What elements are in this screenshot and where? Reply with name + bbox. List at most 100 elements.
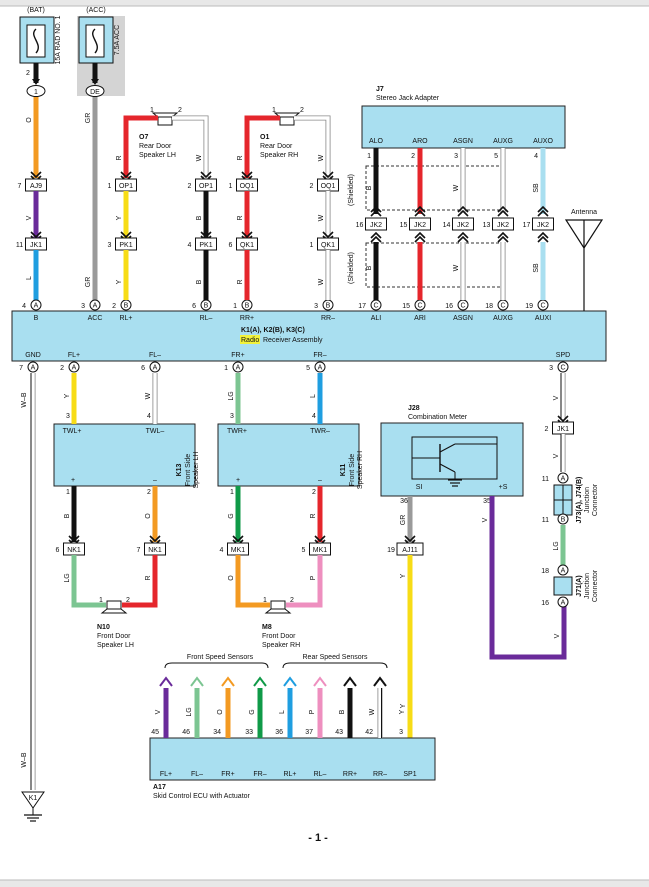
- wire-color-label: W: [145, 392, 152, 399]
- fuse-icon: [92, 28, 98, 54]
- j7-pin-name: ALO: [369, 138, 384, 145]
- connector-chevron: [322, 231, 334, 239]
- n10-pin1: 1: [99, 597, 103, 604]
- connector-mk1-b: MK1: [313, 547, 328, 554]
- radio-bottom-pin-name: FL+: [68, 352, 80, 359]
- speaker-icon-cone: [264, 608, 292, 614]
- wire-color-label: V: [553, 395, 560, 400]
- radio-bottom-pin-letter: A: [31, 365, 36, 372]
- j7-box: [361, 105, 566, 149]
- wire-color-label: LG: [64, 573, 71, 582]
- j73-pin-b-num: 11: [542, 517, 549, 524]
- front-sensors-bracket: [164, 662, 269, 669]
- j73-id: J73(A), J74(B): [576, 477, 583, 524]
- wire-o1-minus: [294, 115, 331, 178]
- radio-top-pin-num: 19: [525, 303, 533, 310]
- wire-color-label: W: [453, 264, 460, 271]
- connector-mk1-a: MK1: [231, 547, 246, 554]
- radio-top-pin-letter: A: [93, 303, 98, 310]
- wire-color-label: Y: [400, 573, 407, 578]
- radio-receiver-id: K1(A), K2(B), K3(C): [241, 327, 305, 334]
- connector-chevron: [149, 535, 161, 543]
- connector-jk2: JK2: [370, 222, 382, 229]
- wire-core: [172, 116, 208, 178]
- k13-pin-name-1: TWL+: [63, 428, 82, 435]
- radio-bottom-pin-name: GND: [25, 352, 41, 359]
- connector-oq1-a: OQ1: [240, 183, 255, 190]
- connector-chevron: [457, 231, 469, 239]
- inline-connector-pin: 13: [483, 222, 491, 229]
- ecu-pin-name: RL–: [314, 771, 327, 778]
- radio-bottom-pin-name: FL–: [149, 352, 161, 359]
- wire-edge: [172, 115, 209, 178]
- connector-1: [26, 85, 46, 97]
- radio-receiver-name-hl: Radio: [241, 337, 259, 344]
- speaker-o1-pin1: 1: [272, 107, 276, 114]
- radio-bottom-pin-num: 7: [19, 365, 23, 372]
- j71-box: [553, 576, 573, 596]
- inline-connector-pin: 6: [56, 547, 60, 554]
- pin-circle: [557, 513, 569, 525]
- ecu-pin-num: 37: [305, 729, 313, 736]
- radio-top-pin-name: AUXI: [535, 315, 551, 322]
- radio-top-pin-name: ALI: [371, 315, 382, 322]
- pin-circle: [557, 596, 569, 608]
- sensor-arrow: [159, 676, 173, 687]
- inline-connector-pin: 17: [523, 222, 531, 229]
- wire-color-label: Y: [64, 393, 71, 398]
- arrow: [32, 79, 40, 85]
- connector-chevron: [497, 235, 509, 243]
- fuse-bat-name: 15A RAD NO. 1: [55, 15, 62, 64]
- pin-circle: [557, 472, 569, 484]
- wire-n10-plus: [71, 555, 106, 608]
- inline-connector-pin: 1: [229, 183, 233, 190]
- speaker-icon: [270, 600, 286, 610]
- connector-box: [532, 217, 554, 231]
- radio-top-pin-name: RL+: [119, 315, 132, 322]
- pin-circle: [314, 361, 326, 373]
- wire-core: [244, 115, 280, 178]
- connector-chevron: [537, 205, 549, 213]
- k11-name-1: Front Side: [349, 454, 356, 486]
- radio-top-pin-letter: C: [417, 303, 422, 310]
- inline-connector-pin: 3: [108, 242, 112, 249]
- ecu-pin-name: FL–: [191, 771, 203, 778]
- sensor-arrow: [373, 676, 387, 687]
- speaker-o7-pin1: 1: [150, 107, 154, 114]
- wire-o1-plus: [244, 115, 280, 178]
- wire-color-label: Y: [116, 279, 123, 284]
- connector-chevron: [414, 209, 426, 217]
- m8-name2: Speaker RH: [262, 642, 300, 649]
- inline-connector-pin: 7: [18, 183, 22, 190]
- wire-color-label: W: [369, 708, 376, 715]
- wire-color-label: SB: [533, 263, 540, 273]
- speaker-icon: [157, 116, 173, 126]
- speaker-o7-pin2: 2: [178, 107, 182, 114]
- sensor-arrow: [343, 676, 357, 687]
- wire-plus-s: [489, 496, 567, 660]
- radio-bottom-pin-letter: A: [153, 365, 158, 372]
- j7-pin-num: 5: [494, 153, 498, 160]
- k13-sign-minus: –: [153, 477, 157, 484]
- wire-color-label: R: [310, 513, 317, 518]
- wire-m8-minus: [286, 555, 323, 608]
- wire-core: [294, 116, 330, 178]
- radio-top-pin-letter: C: [460, 303, 465, 310]
- connector-pk1-a: PK1: [119, 242, 132, 249]
- connector-jk2: JK2: [537, 222, 549, 229]
- inline-connector-pin: 4: [188, 242, 192, 249]
- connector-chevron: [537, 231, 549, 239]
- k13-name-2: Speaker LH: [193, 452, 200, 489]
- speaker-icon: [106, 600, 122, 610]
- connector-chevron: [370, 209, 382, 217]
- k13-name-1: Front Side: [185, 454, 192, 486]
- wire-color-label: W–B: [21, 752, 28, 768]
- radio-bottom-pin-name: FR–: [313, 352, 326, 359]
- radio-top-pin-num: 3: [81, 303, 85, 310]
- rear-speed-sensors-label: Rear Speed Sensors: [303, 654, 368, 661]
- wire-n10-minus: [122, 555, 158, 608]
- sensor-arrow: [283, 676, 297, 687]
- a17-box: [149, 737, 436, 781]
